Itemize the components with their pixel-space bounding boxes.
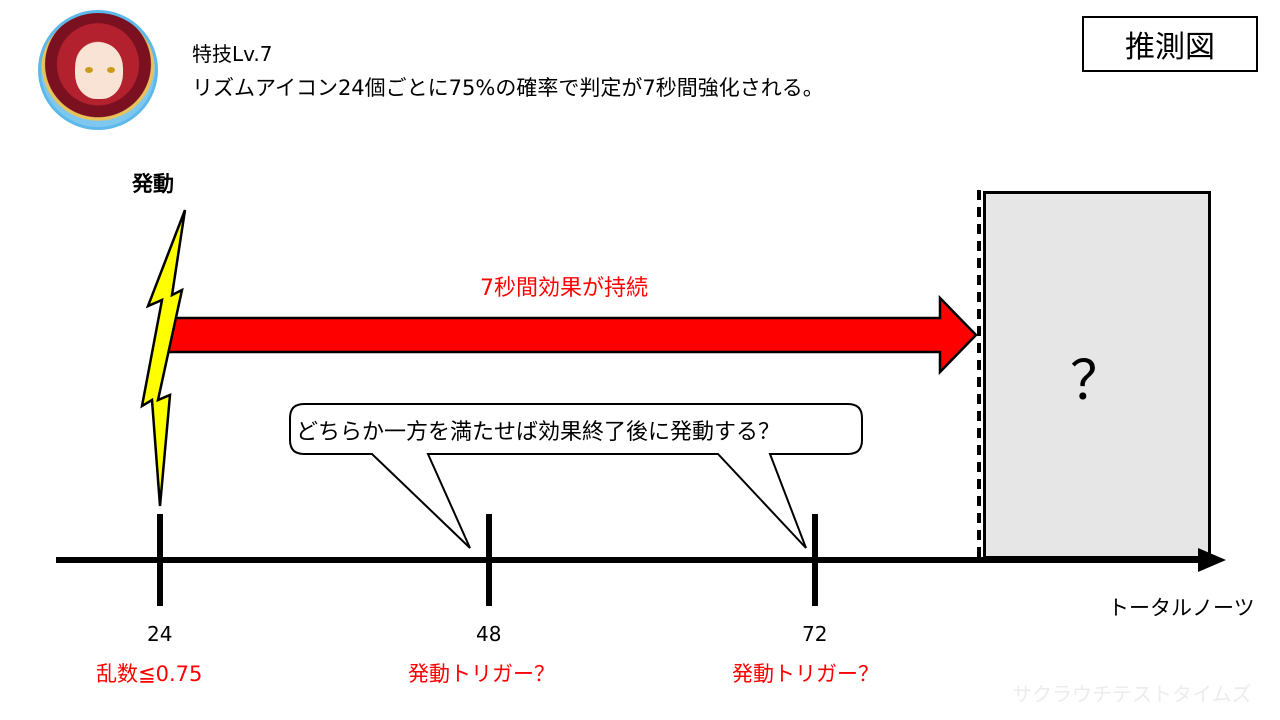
effect-duration-arrow	[166, 294, 978, 376]
tick-label-24: 24	[147, 622, 173, 646]
timeline-axis-arrowhead	[1198, 548, 1226, 572]
watermark: サクラウチテストタイムズ	[1012, 682, 1252, 706]
effect-duration-label: 7秒間効果が持続	[480, 276, 648, 301]
tick-label-48: 48	[476, 622, 502, 646]
tick-label-72: 72	[802, 622, 828, 646]
avatar-face	[75, 43, 123, 99]
skill-title: 特技Lv.7	[192, 42, 273, 66]
tick-note-24: 乱数≦0.75	[96, 662, 203, 686]
speech-bubble	[289, 403, 863, 549]
avatar-eye-right	[107, 67, 115, 73]
tick-note-48: 発動トリガー？	[408, 662, 555, 686]
skill-description: リズムアイコン24個ごとに75%の確率で判定が7秒間強化される。	[192, 76, 824, 100]
character-avatar	[38, 10, 158, 130]
axis-title: トータルノーツ	[1108, 596, 1255, 620]
speech-bubble-text: どちらか一方を満たせば効果終了後に発動する？	[296, 420, 781, 445]
unknown-question-mark: ？	[1070, 348, 1124, 412]
avatar-eye-left	[85, 67, 93, 73]
tick-note-72: 発動トリガー？	[732, 662, 879, 686]
activation-label: 発動	[132, 172, 174, 196]
lightning-bolt-icon	[140, 209, 187, 507]
unknown-region-box: ？	[983, 191, 1211, 559]
estimate-badge: 推測図	[1082, 16, 1258, 72]
